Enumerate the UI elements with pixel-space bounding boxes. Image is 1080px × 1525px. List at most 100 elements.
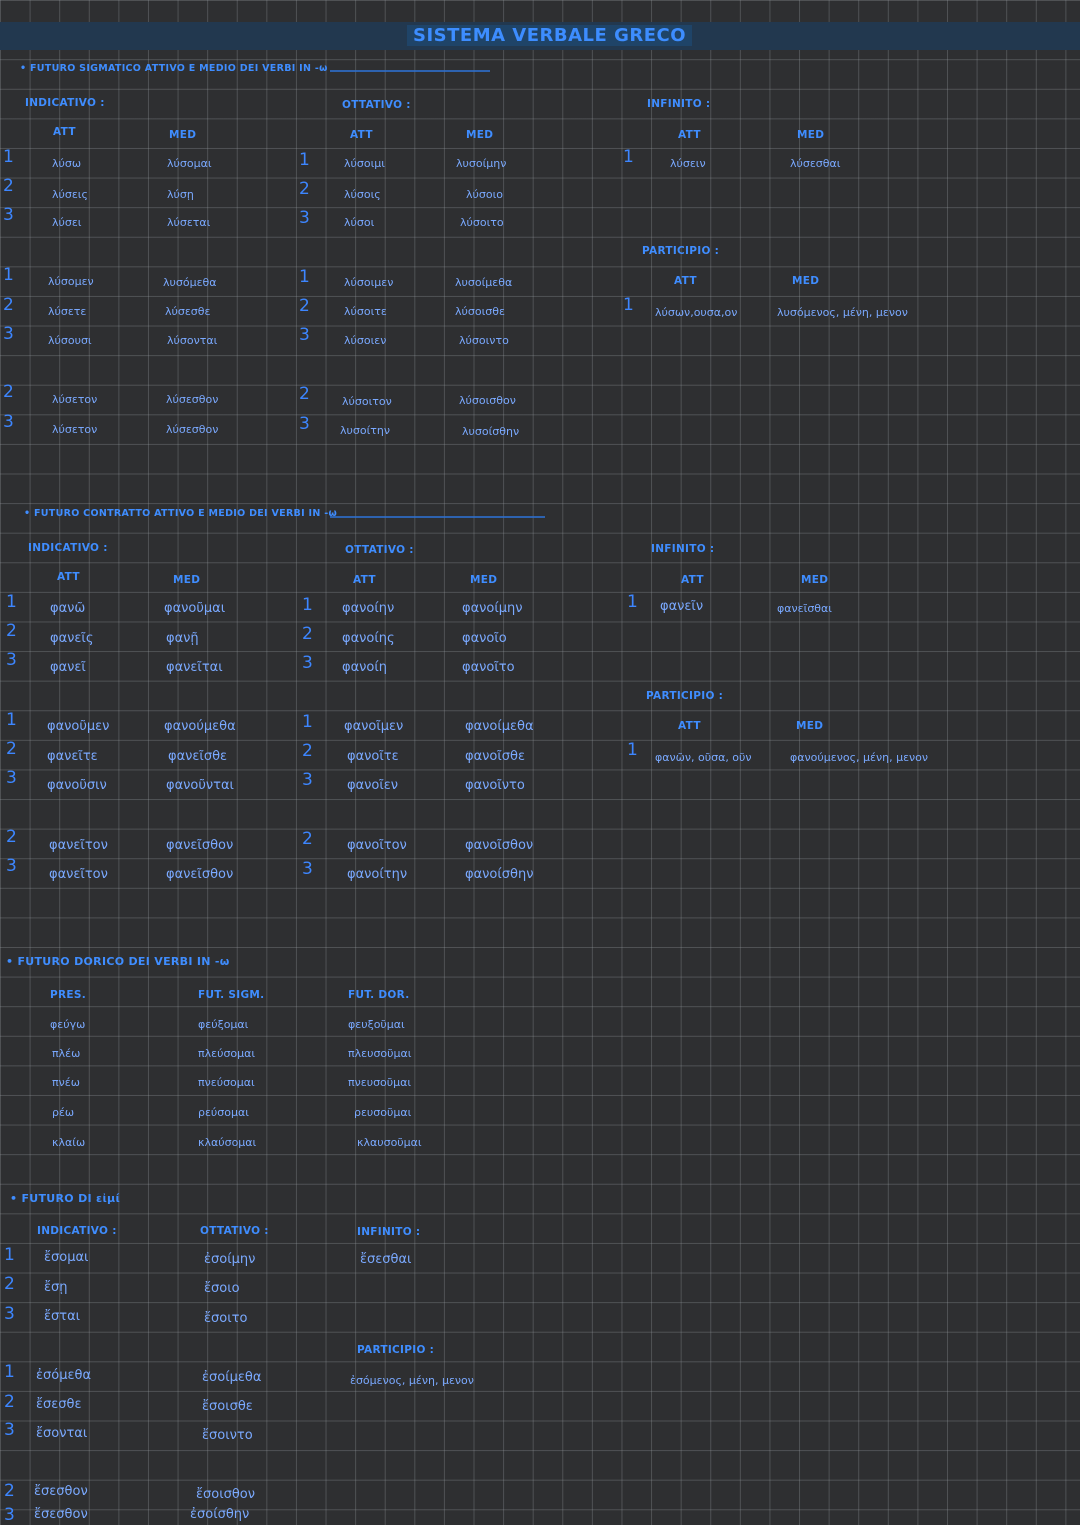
infinito-label: INFINITO : (647, 98, 711, 110)
att-label: ATT (678, 720, 701, 732)
person-number: 2 (4, 1274, 15, 1294)
verb-form: ἔσεσθε (36, 1397, 82, 1412)
med-label: MED (796, 720, 824, 732)
person-number: 1 (3, 147, 14, 167)
person-number: 2 (302, 741, 313, 761)
infinitive-form: λύσεσθαι (790, 157, 841, 170)
verb-form: ἔσοιτο (204, 1311, 248, 1326)
person-number: 3 (6, 650, 17, 670)
verb-form: λύσοιεν (344, 334, 387, 347)
verb-form: λύσεσθον (166, 423, 219, 436)
verb-form: λύσομαι (167, 157, 212, 170)
verb-form: φανοῖτον (347, 838, 407, 853)
verb-form: ἔσομαι (44, 1250, 89, 1265)
verb-form: ἔσονται (36, 1426, 88, 1441)
person-number: 3 (6, 768, 17, 788)
verb-form: φανῇ (166, 631, 199, 646)
verb-form: λυσόμεθα (163, 276, 217, 289)
verb-form: λύσοιτο (460, 216, 504, 229)
verb-form: φανοῦμεν (47, 719, 110, 734)
att-label: ATT (678, 129, 701, 141)
verb-form: ἔσοισθε (202, 1399, 253, 1414)
person-number: 2 (3, 382, 14, 402)
participio-label: PARTICIPIO : (357, 1344, 435, 1356)
verb-form: λύσοιμεν (344, 276, 394, 289)
verb-form: φανεῖτον (49, 838, 108, 853)
participle-form: φανούμενος, μένη, μενον (790, 751, 929, 764)
person-number: 3 (299, 325, 310, 345)
participle-form: λύσων,ουσα,ον (655, 306, 738, 319)
verb-form: φανοῦμαι (164, 601, 226, 616)
verb-form: φεύγω (50, 1018, 86, 1031)
pres-label: PRES. (50, 989, 87, 1001)
verb-form: φανοίμεθα (465, 719, 534, 734)
att-label: ATT (350, 129, 373, 141)
ottativo-label: OTTATIVO : (345, 544, 414, 556)
med-label: MED (470, 574, 498, 586)
infinitive-form: λύσειν (670, 157, 706, 170)
verb-form: λύσοι (344, 216, 375, 229)
section-heading: • FUTURO DORICO DEI VERBI IN -ω (6, 955, 230, 968)
verb-form: λύσονται (167, 334, 218, 347)
med-label: MED (173, 574, 201, 586)
verb-form: ἐσοίμην (204, 1252, 256, 1267)
verb-form: λύσοιτον (342, 395, 392, 408)
verb-form: λυσοίτην (340, 424, 391, 437)
person-number: 1 (299, 150, 310, 170)
participle-form: λυσόμενος, μένη, μενον (777, 306, 908, 319)
fut-dor-label: FUT. DOR. (348, 989, 410, 1001)
verb-form: φανοῖσθον (465, 838, 534, 853)
section-heading: • FUTURO SIGMATICO ATTIVO E MEDIO DEI VE… (20, 63, 328, 74)
infinitive-form: φανεῖσθαι (777, 602, 832, 615)
person-number: 3 (6, 856, 17, 876)
section-heading: • FUTURO DI εἰμί (10, 1192, 121, 1205)
verb-form: φανεῖ (50, 660, 86, 675)
person-number: 2 (4, 1392, 15, 1412)
verb-form: λύσοιμι (344, 157, 386, 170)
person-number: 2 (6, 827, 17, 847)
person-number: 3 (3, 205, 14, 225)
person-number: 1 (302, 595, 313, 615)
verb-form: φανοῖτε (347, 749, 399, 764)
med-label: MED (466, 129, 494, 141)
att-label: ATT (674, 275, 697, 287)
verb-form: φανοῦσιν (47, 778, 107, 793)
person-number: 2 (4, 1481, 15, 1501)
person-number: 1 (299, 267, 310, 287)
med-label: MED (169, 129, 197, 141)
verb-form: ἐσόμεθα (36, 1368, 92, 1383)
verb-form: φανοίη (342, 660, 387, 675)
verb-form: λύσοιο (466, 188, 504, 201)
med-label: MED (797, 129, 825, 141)
verb-form: ἐσοίσθην (190, 1507, 250, 1522)
fut-sigm-label: FUT. SIGM. (198, 989, 265, 1001)
verb-form: λύσουσι (48, 334, 92, 347)
person-number: 1 (6, 710, 17, 730)
person-number: 2 (299, 384, 310, 404)
infinito-label: INFINITO : (651, 543, 715, 555)
verb-form: φανοίης (342, 631, 395, 646)
person-number: 1 (4, 1245, 15, 1265)
verb-form: λύσεις (52, 188, 88, 201)
person-number: 1 (302, 712, 313, 732)
verb-form: ἔσοιντο (202, 1428, 253, 1443)
person-number: 1 (627, 740, 638, 760)
verb-form: φανοῖσθε (465, 749, 525, 764)
person-number: 2 (6, 621, 17, 641)
verb-form: φανῶ (50, 601, 86, 616)
med-label: MED (801, 574, 829, 586)
participio-label: PARTICIPIO : (646, 690, 724, 702)
verb-form: λύσοισθε (455, 305, 505, 318)
verb-form: φανοῖτο (462, 660, 515, 675)
verb-form: ἔσται (44, 1309, 81, 1324)
verb-form: φανοῖμεν (344, 719, 404, 734)
participle-form: φανῶν, οῦσα, οῦν (655, 751, 752, 764)
med-label: MED (792, 275, 820, 287)
verb-form: φανεῖσθον (166, 867, 234, 882)
att-label: ATT (57, 571, 80, 583)
person-number: 3 (4, 1505, 15, 1525)
page-title: SISTEMA VERBALE GRECO (407, 25, 693, 46)
indicativo-label: INDICATIVO : (25, 97, 105, 109)
person-number: 3 (299, 414, 310, 434)
verb-form: πνευσοῦμαι (348, 1076, 412, 1089)
